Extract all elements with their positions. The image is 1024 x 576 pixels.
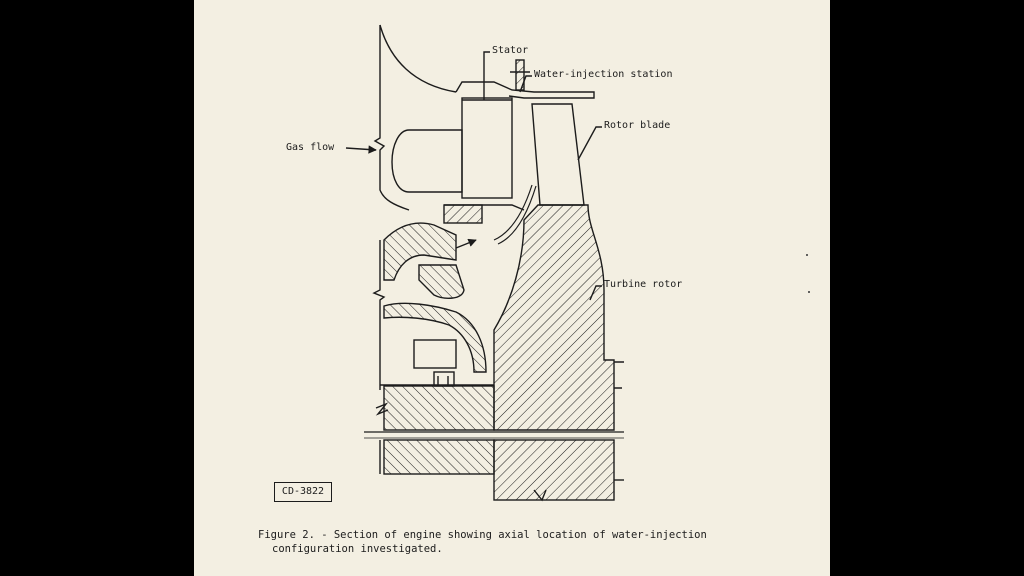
water-injection-fitting — [515, 59, 525, 91]
water-injection-leader — [519, 75, 532, 93]
figure-caption: Figure 2. - Section of engine showing ax… — [258, 528, 798, 556]
turbine-rotor-leader — [589, 285, 602, 301]
left-wall — [373, 25, 410, 211]
caption-line-2: configuration investigated. — [272, 543, 443, 555]
nozzle-dome — [391, 129, 463, 193]
internal-flow-arrow — [455, 238, 477, 249]
caption-line-1: Figure 2. - Section of engine showing ax… — [258, 529, 707, 541]
document-page: Stator Water-injection station Rotor bla… — [194, 0, 830, 576]
shaft-left — [383, 439, 495, 475]
label-turbine-rotor: Turbine rotor — [604, 279, 683, 290]
label-stator: Stator — [492, 45, 529, 56]
engine-section-diagram — [345, 24, 624, 502]
label-rotor-blade: Rotor blade — [604, 120, 671, 131]
stator-shroud — [455, 81, 595, 99]
document-stamp: CD-3822 — [274, 482, 332, 502]
seal-block — [413, 339, 457, 369]
injection-tube — [493, 184, 533, 241]
outer-casing-curve — [379, 24, 457, 93]
label-water-injection-station: Water-injection station — [534, 69, 673, 80]
paper-speck — [808, 291, 810, 293]
rotor-blade — [531, 103, 585, 206]
turbine-rotor-disk — [493, 204, 615, 431]
rotor-blade-leader — [577, 126, 602, 161]
gas-flow-arrow — [345, 145, 377, 154]
shaft-right — [493, 439, 615, 501]
paper-speck — [806, 254, 808, 256]
label-gas-flow: Gas flow — [286, 142, 335, 153]
stator-leader — [483, 51, 490, 100]
stator-vane — [461, 97, 513, 199]
